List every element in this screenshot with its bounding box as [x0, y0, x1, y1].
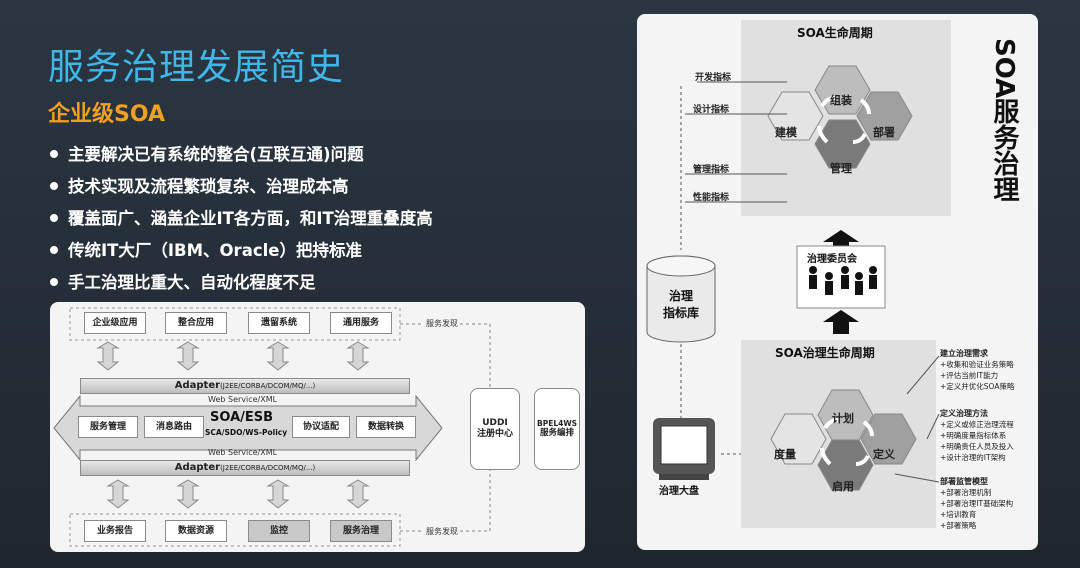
step-list: 定义治理方法 +定义或修正治理流程 +明确度量指标体系 +明确责任人员及投入 +… [940, 409, 1014, 462]
bullet-item: 覆盖面广、涵盖企业IT各方面，和IT治理重叠度高 [50, 204, 433, 236]
esb-module: 协议适配 [292, 416, 350, 438]
bullet-item: 主要解决已有系统的整合(互联互通)问题 [50, 140, 433, 172]
ws-label-bottom: Web Service/XML [208, 448, 278, 457]
lifecycle-title: SOA生命周期 [797, 26, 873, 40]
bullet-item: 传统IT大厂（IBM、Oracle）把持标准 [50, 236, 433, 268]
esb-module: 消息路由 [144, 416, 204, 438]
app-box: 服务治理 [330, 520, 392, 542]
governance-diagram-graphics [646, 20, 951, 528]
app-box: 遗留系统 [248, 312, 310, 334]
gov-phase-label: 定义 [873, 448, 895, 461]
app-box: 整合应用 [165, 312, 227, 334]
phase-label: 组装 [830, 94, 852, 107]
app-box: 监控 [248, 520, 310, 542]
esb-architecture-diagram: 企业级应用 整合应用 遗留系统 通用服务 服务发现 Adapter(J2EE/C… [50, 302, 585, 552]
step-list: 建立治理需求 +收集和验证业务策略 +评估当前IT能力 +定义并优化SOA策略 [940, 349, 1015, 391]
service-discovery-label: 服务发现 [426, 527, 458, 536]
bullet-item: 技术实现及流程繁琐复杂、治理成本高 [50, 172, 433, 204]
bullet-dot-icon [50, 181, 58, 190]
bullet-dot-icon [50, 277, 58, 286]
bullet-dot-icon [50, 149, 58, 158]
esb-subtitle: SCA/SDO/WS-Policy [205, 428, 288, 437]
esb-module: 服务管理 [78, 416, 138, 438]
adapter-bar-bottom: Adapter(J2EE/CORBA/DCOM/MQ/...) [80, 460, 410, 476]
gov-lifecycle-title: SOA治理生命周期 [775, 346, 875, 360]
service-discovery-label: 服务发现 [426, 319, 458, 328]
metrics-db-label: 治理 指标库 [663, 289, 700, 320]
metric-label: 性能指标 [693, 193, 730, 203]
bullet-dot-icon [50, 213, 58, 222]
esb-diagram-lines [53, 307, 491, 547]
metric-label: 开发指标 [695, 73, 732, 83]
esb-title: SOA/ESB [210, 410, 274, 425]
vertical-title: SOA服务治理 [989, 38, 1019, 203]
slide-title: 服务治理发展简史 [48, 47, 345, 88]
metric-label: 管理指标 [693, 165, 730, 175]
bullet-list: 主要解决已有系统的整合(互联互通)问题 技术实现及流程繁琐复杂、治理成本高 覆盖… [50, 140, 433, 300]
app-box: 数据资源 [165, 520, 227, 542]
adapter-bar-top: Adapter(J2EE/CORBA/DCOM/MQ/...) [80, 378, 410, 394]
gov-phase-label: 计划 [832, 412, 854, 425]
phase-label: 管理 [830, 162, 852, 175]
gov-phase-label: 启用 [832, 480, 854, 493]
uddi-registry: UDDI 注册中心 [470, 388, 520, 470]
gov-phase-label: 度量 [774, 448, 796, 461]
bullet-item: 手工治理比重大、自动化程度不足 [50, 268, 433, 300]
esb-module: 数据转换 [356, 416, 416, 438]
soa-governance-diagram: SOA服务治理 SOA生命周期 组装 建模 部署 管理 开发指标 设计指标 管理… [637, 14, 1038, 550]
app-box: 通用服务 [330, 312, 392, 334]
ws-label-top: Web Service/XML [208, 395, 278, 404]
phase-label: 建模 [775, 126, 797, 139]
dashboard-label: 治理大盘 [659, 486, 699, 497]
app-box: 企业级应用 [84, 312, 146, 334]
phase-label: 部署 [873, 126, 895, 139]
app-box: 业务报告 [84, 520, 146, 542]
metric-label: 设计指标 [693, 105, 730, 115]
bpel-orchestration: BPEL4WS 服务编排 [534, 388, 580, 470]
step-list: 部署监管模型 +部署治理机制 +部署治理IT基础架构 +培训教育 +部署策略 [940, 477, 1014, 530]
slide-subtitle: 企业级SOA [48, 102, 165, 127]
bullet-dot-icon [50, 245, 58, 254]
committee-label: 治理委员会 [807, 254, 857, 265]
